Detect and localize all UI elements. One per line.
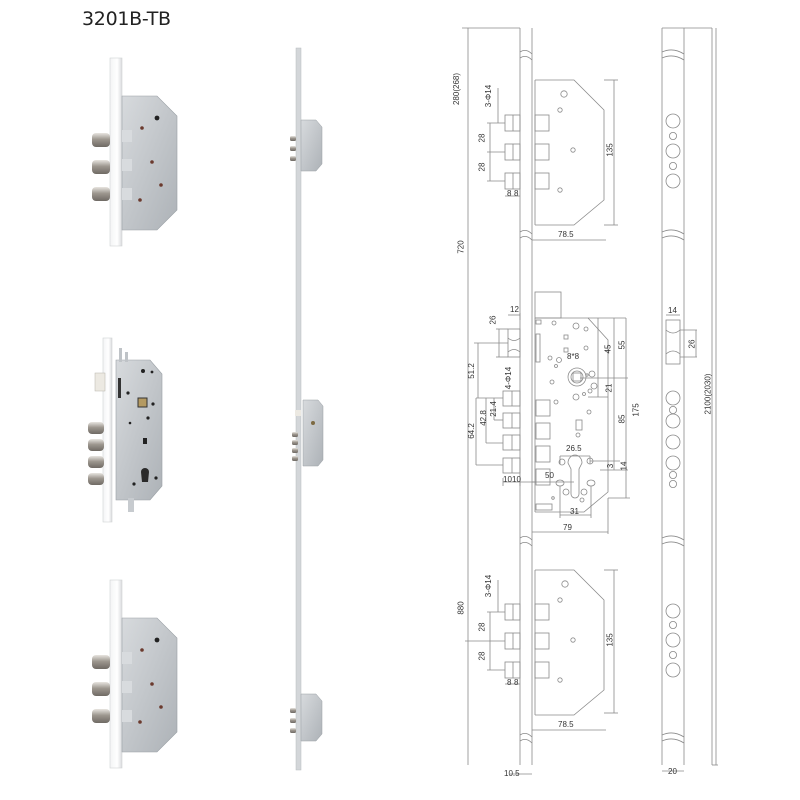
main-lock-drawing: [474, 291, 630, 534]
dim-faceplate-width: 10.5: [504, 769, 520, 778]
dim-cyl-31: 31: [570, 507, 579, 516]
dim-55: 55: [617, 340, 627, 350]
dim-lower-bolts: 3-Φ14: [484, 574, 494, 598]
dim-lower-depth: 78.5: [558, 720, 574, 729]
dim-main-bolt-w1: 10: [503, 475, 512, 484]
lower-lock-drawing: [465, 569, 618, 775]
lower-lock-photo: [92, 579, 178, 769]
dim-main-depth: 79: [563, 523, 572, 532]
dim-lower-pitch1: 28: [477, 622, 487, 632]
dim-45: 45: [603, 344, 613, 354]
dim-21: 21: [604, 383, 614, 393]
dim-upper-bolt-w2: 8: [514, 189, 519, 198]
dim-14: 14: [619, 461, 629, 471]
dim-main-bolt-w2: 10: [512, 475, 521, 484]
dim-spindle: 8*8: [567, 352, 580, 361]
dim-upper-depth: 78.5: [558, 230, 574, 239]
dim-lower-span: 880: [456, 601, 466, 615]
dim-strike-slot-width: 14: [668, 306, 677, 315]
upper-lock-drawing: [487, 79, 618, 241]
dim-backset: 50: [545, 471, 554, 480]
dim-upper-span: 720: [456, 240, 466, 254]
dim-175: 175: [631, 403, 641, 417]
dim-main-pitch1: 21.4: [488, 401, 498, 417]
upper-lock-photo: [92, 57, 178, 247]
dim-latch-height: 26: [488, 315, 498, 325]
dim-latch-width: 12: [510, 305, 519, 314]
faceplate-drawing: [519, 28, 533, 765]
dim-top-section: 280(268): [452, 72, 462, 106]
dim-lower-height: 135: [605, 633, 615, 647]
dim-cyl-26-5: 26.5: [566, 444, 582, 453]
dim-3: 3: [606, 463, 616, 469]
dim-upper-height: 135: [605, 143, 615, 157]
dim-85: 85: [617, 414, 627, 424]
main-lock-photo: [88, 337, 163, 523]
dim-latch-offset: 51.2: [466, 363, 476, 379]
assembly-photo: [290, 47, 324, 771]
dim-lower-pitch2: 28: [477, 651, 487, 661]
dim-main-pitch3: 64.2: [466, 423, 476, 439]
dim-total-length: 2100(2030): [703, 373, 713, 415]
product-model-title: 3201B-TB: [82, 8, 171, 30]
dim-upper-pitch2: 28: [477, 162, 487, 172]
dim-strike-slot-height: 26: [687, 339, 697, 349]
dim-lower-bolt-w1: 8: [507, 678, 512, 687]
dim-strike-width: 20: [668, 767, 677, 776]
dim-main-pitch2: 42.8: [478, 410, 488, 426]
strike-plate-drawing: [661, 27, 718, 772]
dim-lower-bolt-w2: 8: [514, 678, 519, 687]
dim-upper-bolts: 3-Φ14: [484, 84, 494, 108]
dim-main-bolts: 4-Φ14: [504, 366, 514, 390]
dim-upper-bolt-w1: 8: [507, 189, 512, 198]
dim-upper-pitch1: 28: [477, 133, 487, 143]
